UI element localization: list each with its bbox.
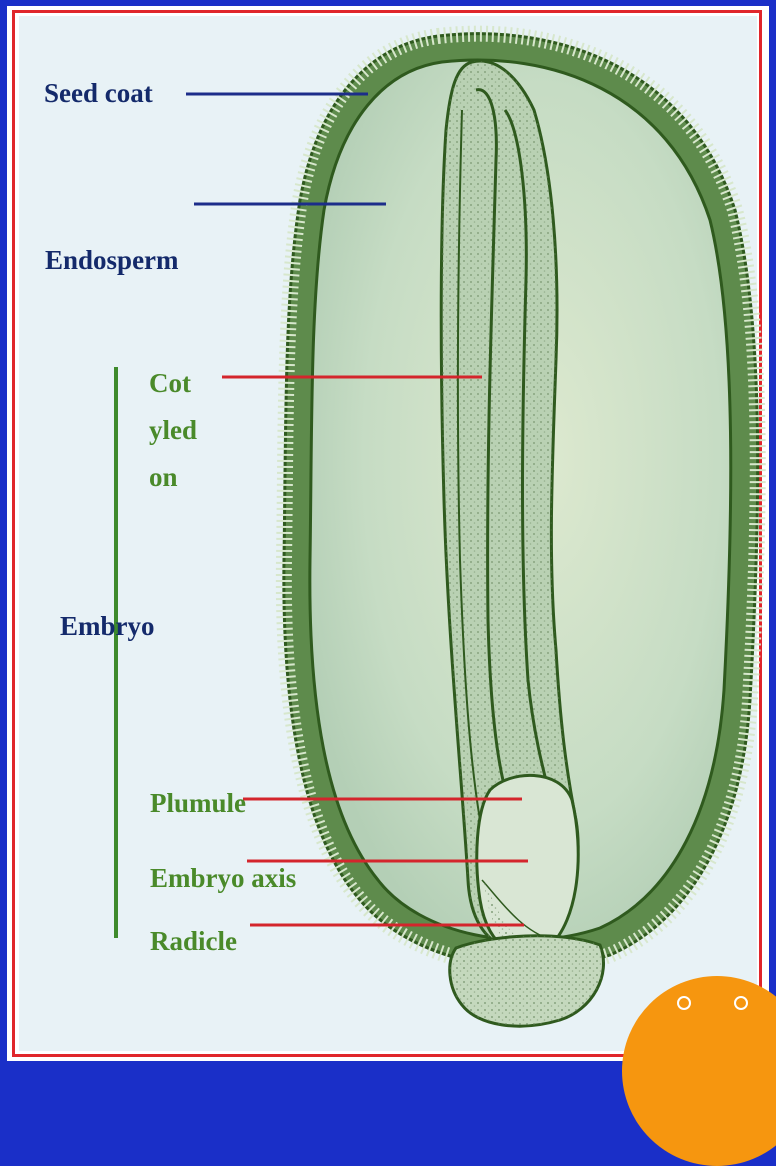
label-radicle: Radicle: [150, 925, 237, 957]
label-cotyledon-line-3: on: [149, 454, 197, 501]
label-cotyledon-line-2: yled: [149, 407, 197, 454]
label-cotyledon: Cot yled on: [149, 360, 197, 501]
label-endosperm: Endosperm: [45, 244, 179, 276]
badge-right-eye-icon: [734, 996, 748, 1010]
seed-diagram: [0, 0, 776, 1067]
label-embryo-axis: Embryo axis: [150, 862, 296, 894]
label-seed-coat: Seed coat: [44, 77, 153, 109]
label-cotyledon-line-1: Cot: [149, 360, 197, 407]
badge-left-eye-icon: [677, 996, 691, 1010]
label-plumule: Plumule: [150, 787, 246, 819]
label-embryo: Embryo: [60, 610, 155, 642]
